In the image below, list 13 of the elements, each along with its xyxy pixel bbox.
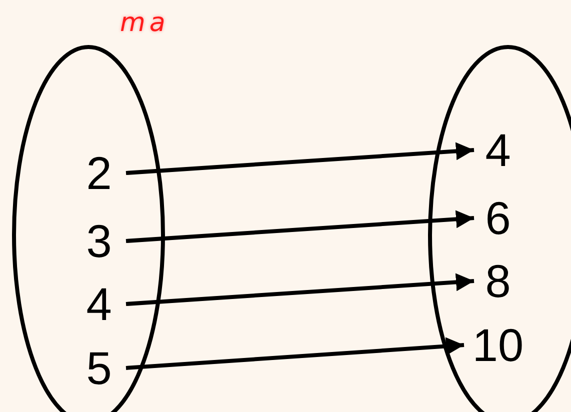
number-label: 10 — [464, 322, 532, 368]
number-label: 4 — [474, 127, 522, 173]
arrow — [126, 337, 464, 370]
number-label: 6 — [474, 195, 522, 241]
number-label: 2 — [72, 150, 126, 196]
number-label: 5 — [72, 345, 126, 391]
arrow — [126, 273, 474, 306]
number-label: 3 — [72, 218, 126, 264]
arrow — [126, 210, 474, 243]
number-label: 8 — [474, 258, 522, 304]
handwritten-note: ma — [120, 8, 170, 38]
number-label: 4 — [72, 281, 126, 327]
arrow — [126, 142, 474, 175]
